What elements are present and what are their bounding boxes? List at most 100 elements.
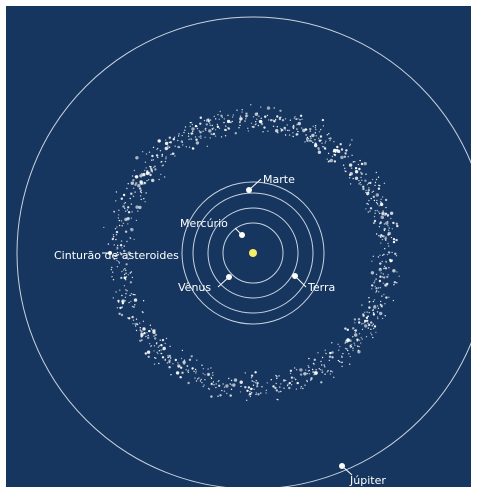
asteroid bbox=[327, 370, 329, 372]
asteroid bbox=[340, 148, 344, 151]
asteroid bbox=[203, 119, 206, 122]
asteroid bbox=[380, 272, 382, 274]
asteroid bbox=[326, 134, 328, 136]
asteroid bbox=[371, 334, 373, 336]
asteroid bbox=[315, 135, 317, 137]
asteroid bbox=[321, 371, 323, 374]
asteroid bbox=[396, 282, 398, 284]
asteroid bbox=[319, 135, 323, 138]
asteroid bbox=[168, 359, 171, 362]
asteroid bbox=[325, 140, 327, 142]
asteroid bbox=[264, 115, 267, 118]
asteroid bbox=[299, 368, 303, 372]
asteroid bbox=[145, 192, 147, 194]
asteroid bbox=[244, 386, 247, 389]
asteroid bbox=[344, 347, 347, 350]
asteroid bbox=[394, 252, 397, 255]
asteroid bbox=[229, 394, 232, 397]
asteroid bbox=[373, 299, 376, 301]
asteroid bbox=[345, 149, 348, 152]
asteroid bbox=[348, 173, 352, 177]
asteroid bbox=[129, 272, 131, 274]
asteroid bbox=[224, 135, 227, 137]
asteroid bbox=[188, 358, 192, 361]
asteroid bbox=[112, 297, 115, 299]
asteroid bbox=[249, 395, 252, 398]
asteroid bbox=[286, 124, 288, 126]
asteroid bbox=[367, 189, 370, 192]
asteroid bbox=[198, 136, 200, 138]
asteroid bbox=[163, 176, 166, 178]
asteroid bbox=[370, 197, 372, 200]
asteroid bbox=[277, 132, 279, 134]
asteroid bbox=[181, 371, 184, 374]
asteroid bbox=[110, 268, 113, 271]
asteroid bbox=[199, 131, 202, 134]
asteroid bbox=[150, 328, 153, 330]
asteroid bbox=[170, 357, 172, 359]
asteroid bbox=[199, 122, 202, 125]
asteroid bbox=[119, 252, 122, 254]
asteroid bbox=[124, 207, 126, 209]
asteroid bbox=[352, 336, 354, 338]
asteroid bbox=[299, 373, 303, 376]
asteroid bbox=[324, 142, 326, 144]
asteroid bbox=[373, 219, 377, 223]
asteroid bbox=[289, 382, 291, 385]
asteroid bbox=[154, 333, 158, 337]
asteroid bbox=[336, 145, 339, 149]
asteroid bbox=[352, 177, 354, 180]
asteroid bbox=[354, 176, 359, 180]
asteroid bbox=[275, 129, 279, 133]
asteroid bbox=[191, 367, 194, 370]
asteroid bbox=[335, 148, 339, 152]
asteroid bbox=[321, 369, 323, 371]
asteroid bbox=[326, 371, 328, 373]
asteroid bbox=[236, 109, 238, 111]
asteroid bbox=[131, 211, 133, 213]
asteroid bbox=[331, 351, 334, 354]
asteroid bbox=[317, 150, 322, 154]
asteroid bbox=[356, 170, 358, 173]
asteroid bbox=[118, 262, 121, 264]
asteroid bbox=[161, 356, 165, 359]
asteroid bbox=[375, 287, 378, 290]
asteroid bbox=[367, 327, 369, 329]
asteroid bbox=[323, 147, 327, 150]
asteroid bbox=[360, 176, 362, 179]
asteroid bbox=[377, 317, 379, 320]
asteroid bbox=[252, 384, 255, 386]
asteroid bbox=[384, 248, 386, 250]
asteroid bbox=[203, 384, 205, 386]
asteroid bbox=[118, 261, 120, 263]
asteroid bbox=[373, 222, 375, 224]
asteroid bbox=[292, 132, 294, 134]
asteroid bbox=[348, 177, 351, 179]
asteroid bbox=[138, 205, 142, 210]
asteroid bbox=[297, 121, 301, 126]
asteroid bbox=[385, 239, 387, 241]
asteroid bbox=[129, 294, 131, 297]
asteroid bbox=[365, 189, 367, 192]
asteroid bbox=[141, 151, 144, 153]
asteroid bbox=[376, 199, 378, 202]
asteroid bbox=[317, 352, 319, 354]
asteroid bbox=[377, 256, 380, 258]
asteroid bbox=[111, 237, 115, 241]
asteroid bbox=[275, 389, 278, 392]
asteroid bbox=[143, 332, 146, 335]
asteroid bbox=[245, 115, 248, 118]
asteroid bbox=[172, 363, 174, 365]
solar-system-diagram: Marte Mercúrio Vênus Terra Cinturão de a… bbox=[6, 6, 471, 487]
asteroid bbox=[297, 118, 299, 120]
asteroid bbox=[272, 125, 275, 128]
asteroid bbox=[322, 125, 325, 127]
asteroid bbox=[201, 364, 203, 366]
asteroid bbox=[291, 380, 293, 382]
asteroid bbox=[158, 362, 160, 365]
asteroid bbox=[349, 344, 351, 346]
asteroid bbox=[189, 121, 192, 124]
asteroid bbox=[292, 135, 294, 138]
asteroid bbox=[278, 375, 280, 377]
asteroid bbox=[165, 337, 168, 340]
